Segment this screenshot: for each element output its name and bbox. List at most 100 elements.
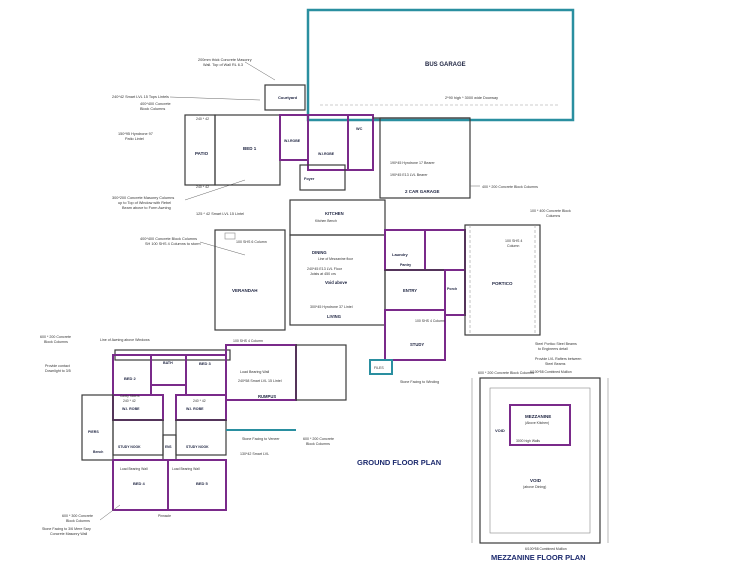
dining-label: DINING [312,250,327,255]
bench-label: Bench [93,450,103,454]
wir-2-label: W.I. ROBE [122,407,140,411]
note-smart-lintel: 240*58 Smart LVL 15 Lintel [238,379,282,383]
note-pinnacle: Pinnacle [158,514,171,518]
dim-3: 240 * 42 [123,399,136,403]
bus-garage-label: BUS GARAGE [425,62,466,68]
note-mullion-bottom: 6/100*58 Combined Mullion [525,547,567,551]
void-label: VOID [530,478,542,483]
note-lvl-lintel: 125 * 42 Smart LVL 15 Lintel [196,212,244,216]
study-nook-label: STUDY NOOK [118,445,141,449]
upper-wing: Courtyard PATIO BED 1 240 * 42 240 * 42 … [184,84,538,199]
note-shs-column: 100 SHS 6 Column [236,240,267,244]
verandah-label: VERANDAH [232,288,258,293]
note-600-200-2: Block Columns [306,442,330,446]
note-downlight: Provide contact [45,364,70,368]
rumpus-wing: RUMPUS Load Bearing Wall 240*58 Smart LV… [225,339,347,456]
note-block-columns-2: Block Columns [140,107,165,111]
car-garage-label: 2 CAR GARAGE [405,189,440,194]
note-masonry-wall-2: Wall. Top of Wall RL 6.3 [203,63,243,67]
note-600-columns-2: Block Columns [44,340,68,344]
mezzanine-plan: MEZZANINE (Above Kitchen) 3000 high Wall… [471,370,609,551]
note-concrete-block-2: Columns [546,214,560,218]
central-wing: KITCHEN Kitchen Bench VERANDAH DINING Li… [214,199,386,331]
note-portico-beams: Steel Portico Steel Beams [535,342,577,346]
mezzanine-floor-title: MEZZANINE FLOOR PLAN [491,553,586,562]
note-shs-2: Column [507,244,519,248]
bed-5-label: BED 5 [196,481,209,486]
note-shs-column-2: 100 SHS 4 Column [415,319,445,323]
note-600-200: 600 * 200 Concrete [303,437,334,441]
note-concrete-block: 100 * 400 Concrete Block [530,209,571,213]
note-masonry-columns: 300*200 Concrete Masonry Columns [112,196,174,200]
note-cavity-sliders: Cavity Sliders [120,394,140,398]
dim-1: 240 * 42 [196,117,209,121]
bath-label: BATH [163,361,173,365]
note-smart-lvl: 130*42 Smart LVL [240,452,269,456]
note-stone-facing: Stone Facing to 3/6 Mere Sary [42,527,91,531]
mezzanine-label: MEZZANINE [525,414,551,419]
entry-label: ENTRY [403,288,417,293]
note-load-bearing: Load Bearing Wall [240,370,269,374]
note-600-columns: 600 * 200 Concrete [40,335,71,339]
ens-label: ENS [165,445,172,449]
note-600-300-cols: 600 * 300 Concrete [62,514,93,518]
dim-4: 240 * 42 [193,399,206,403]
note-block-columns: 400*400 Concrete [140,102,171,106]
note-stone-facing-winding: Stone Facing to Winding [400,380,439,384]
east-wing: Laundry Pantry ENTRY Porch PORTICO 100 *… [369,209,581,384]
note-rafters: Provide LVL Rafters between [535,357,581,361]
note-concrete-columns: 400*400 Concrete Block Columns [140,237,197,241]
note-floor-joists: 240*45 E13 LVL Floor [307,267,343,271]
west-wing: 600 * 200 Concrete Block Columns Line of… [40,335,231,536]
note-awning: Line of Awning above Windows [100,338,150,342]
bed-4-label: BED 4 [133,481,146,486]
note-600-300-cols-2: Block Columns [66,519,90,523]
ground-floor-title: GROUND FLOOR PLAN [357,458,441,467]
note-lintel: 240*42 Smart LVL 15 Tops Lintels [112,95,169,99]
note-masonry-wall: 200mm thick Concrete Masonry [198,58,252,62]
doorway-note: 2*90 high * 3000 wide Doorway [445,96,498,100]
note-shs: 100 SHS 4 [505,239,522,243]
mezzanine-sub-label: (Above Kitchen) [525,421,549,425]
note-hyndrone-lintel: 300*45 Hyndrone 37 Lintel [310,305,353,309]
laundry-label: Laundry [392,252,409,257]
foyer-label: Foyer [304,177,315,181]
note-masonry-columns-3: Beam above to Form Awning [122,206,171,210]
bus-garage: BUS GARAGE 2*90 high * 3000 wide Doorway [306,8,575,122]
void-left-label: VOID [495,428,505,433]
piers-label: PIERS [88,430,99,434]
rumpus-label: RUMPUS [258,394,276,399]
study-nook-2-label: STUDY NOOK [186,445,209,449]
note-block-cols-r: 400 * 200 Concrete Block Columns [482,185,538,189]
void-above-label: Void above [325,280,348,285]
wir-3-label: W.I. ROBE [186,407,204,411]
porch-label: Porch [447,287,457,291]
note-shs-col-3: 100 SHS 4 Column [233,339,263,343]
study-label: STUDY [410,342,424,347]
note-stone-veneer: Stone Facing to Veneer [242,437,280,441]
bed-3-label: BED 3 [199,361,212,366]
note-bearer-1: 190*45 Hyndrone 17 Bearer [390,161,436,165]
wir-label-2: W.I.ROBE [318,152,335,156]
wc-label: WC [356,127,363,131]
portico-label: PORTICO [492,281,513,286]
note-high-walls: 3000 high Walls [516,439,540,443]
note-masonry-columns-2: up to Top of Window with Rebel [118,201,171,205]
dim-2: 240 * 42 [196,185,209,189]
note-downlight-2: Downlight to 3/5 [45,369,71,373]
note-patio-lintel: 150*95 Hyndrone 97 [118,132,153,136]
pantry-label: Pantry [400,263,411,267]
note-concrete-columns-2: SH 100 SHS 4 Columns to storm [145,242,201,246]
note-mullion-top: 6/100*58 Combined Mullion [530,370,572,374]
note-kitchen-bench: Kitchen Bench [315,219,337,223]
note-floor-joists-2: Joists at 450 crs [310,272,336,276]
patio-label: PATIO [195,151,209,156]
note-mezzanine-line: Line of Mezzanine floor [318,257,354,261]
note-block-cols-bottom: 600 * 200 Concrete Block Columns [478,371,534,375]
bed-2-label: BED 2 [124,376,137,381]
top-notes: 200mm thick Concrete Masonry Wall. Top o… [112,58,276,256]
courtyard-label: Courtyard [278,95,298,100]
bed-1-label: BED 1 [243,146,257,151]
note-load-wall-2: Load Bearing Wall [172,467,200,471]
